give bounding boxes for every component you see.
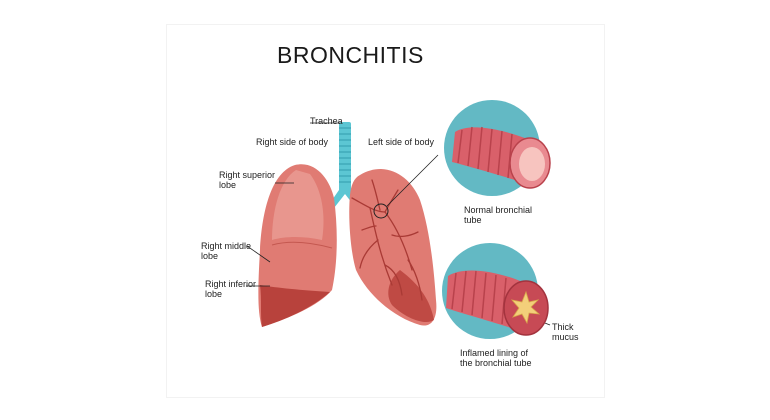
trachea-label: Trachea [310,116,343,126]
right-side-label: Right side of body [256,137,329,147]
inflamed-lining-label-line1: Inflamed lining of [460,348,529,358]
inflamed-lining-label-line2: the bronchial tube [460,358,532,368]
right-lung [258,164,337,327]
thick-mucus-label-line1: Thick [552,322,574,332]
right-inferior-label-line2: lobe [205,289,223,299]
left-lung [349,169,437,326]
normal-tube-label-line1: Normal bronchial [464,205,533,215]
right-superior-label-line1: Right superior [219,170,276,180]
right-superior-label-line2: lobe [219,180,237,190]
normal-tube-label-line2: tube [464,215,482,225]
right-middle-label-line1: Right middle [201,241,252,251]
inflamed-bronchial-tube [442,243,549,339]
thick-mucus-label-line2: mucus [552,332,579,342]
page-title: BRONCHITIS [277,42,424,68]
trachea [328,122,362,208]
left-side-label: Left side of body [368,137,435,147]
right-middle-label-line2: lobe [201,251,219,261]
normal-bronchial-tube [444,100,551,196]
right-inferior-label-line1: Right inferior [205,279,257,289]
